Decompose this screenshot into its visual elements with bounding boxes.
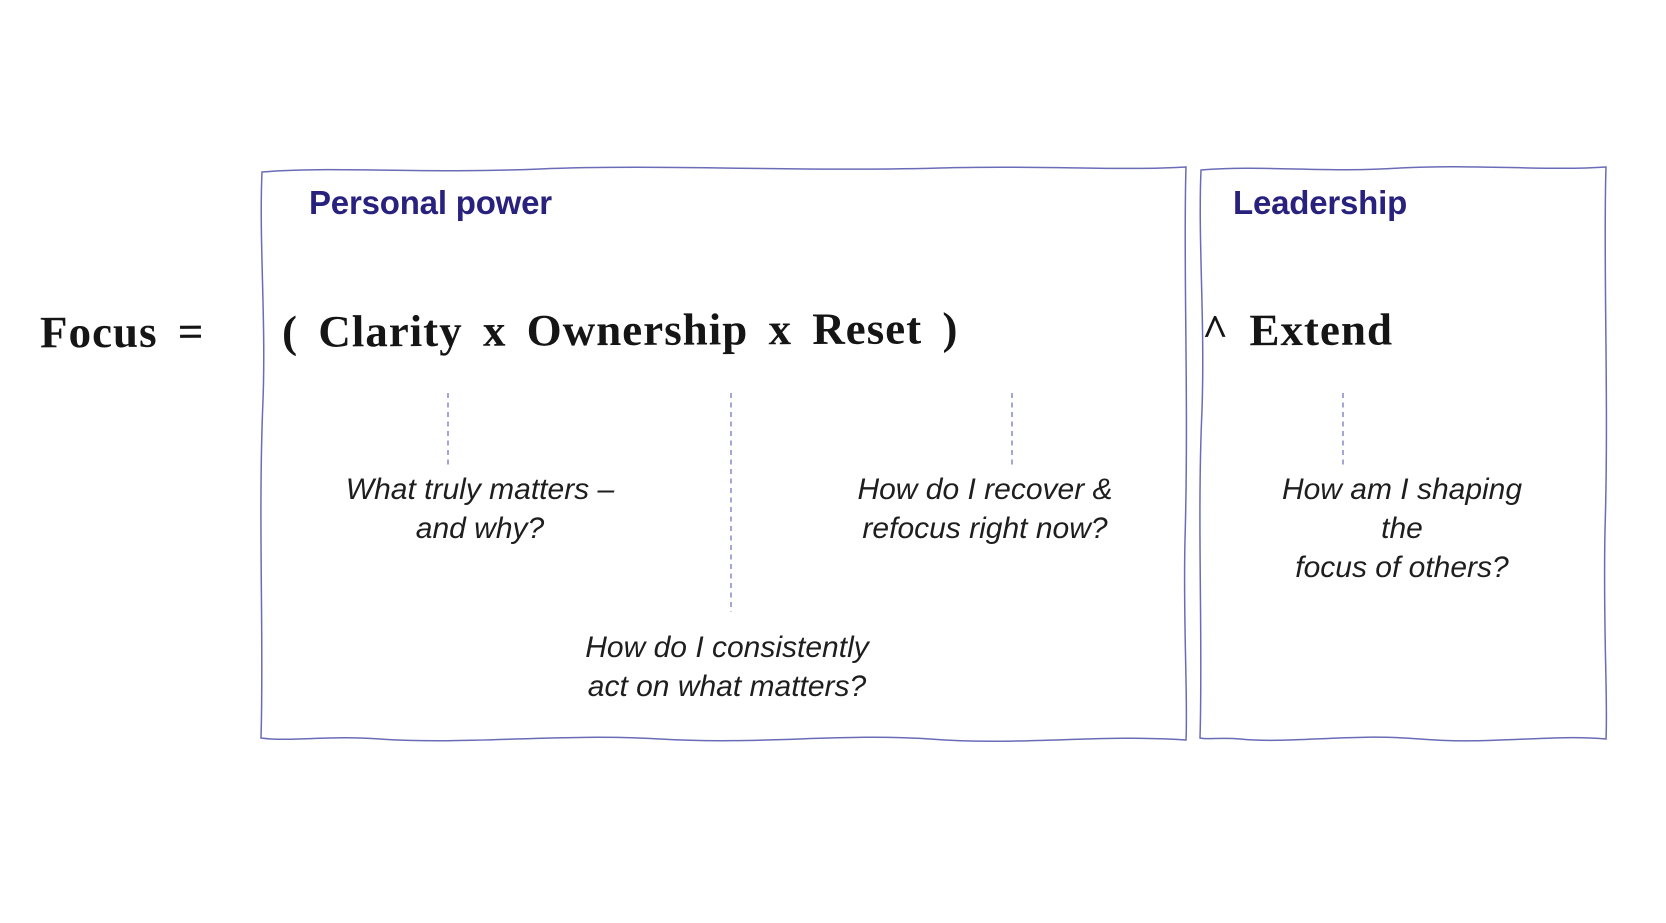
ownership-question: How do I consistently act on what matter… (585, 631, 869, 703)
clarity-question: What truly matters – and why? (345, 473, 615, 545)
personal-power-box-border (260, 166, 1188, 743)
leadership-title: Leadership (1233, 184, 1408, 221)
reset-question: How do I recover & refocus right now? (857, 473, 1113, 545)
formula-lhs: Focus = (39, 306, 205, 358)
formula-leadership-expression: ^ Extend (1201, 304, 1394, 356)
personal-power-title: Personal power (309, 184, 552, 221)
leadership-box-border (1199, 165, 1608, 742)
extend-question: How am I shaping the focus of others? (1281, 473, 1523, 584)
formula-personal-expression: ( Clarity x Ownership x Reset ) (281, 303, 959, 357)
